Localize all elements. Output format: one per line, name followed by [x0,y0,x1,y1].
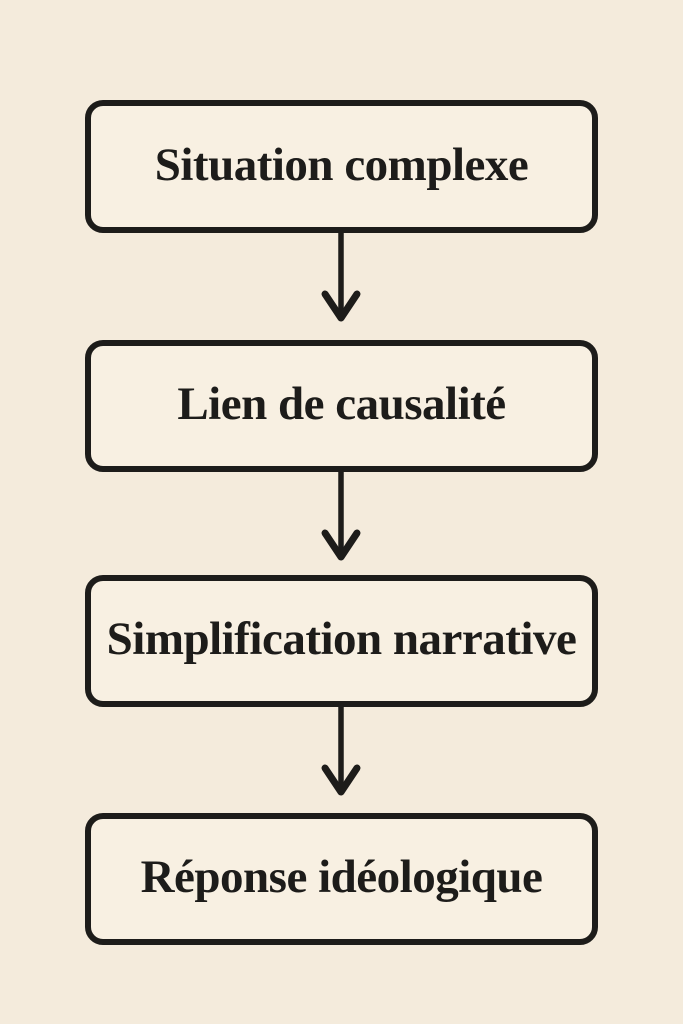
flow-node-label: Réponse idéologique [140,851,543,903]
flow-node-label: Lien de causalité [177,378,506,430]
flow-node-lien-de-causalite: Lien de causalité [85,340,598,472]
flow-node-label: Simplification narrative [106,613,577,665]
flow-node-situation-complexe: Situation complexe [85,100,598,233]
flow-node-label: Situation complexe [154,138,529,191]
arrow-down-icon [321,230,361,322]
flow-node-simplification-narrative: Simplification narrative [85,575,598,707]
arrow-down-icon [321,704,361,796]
arrow-down-icon [321,469,361,561]
flow-node-reponse-ideologique: Réponse idéologique [85,813,598,945]
